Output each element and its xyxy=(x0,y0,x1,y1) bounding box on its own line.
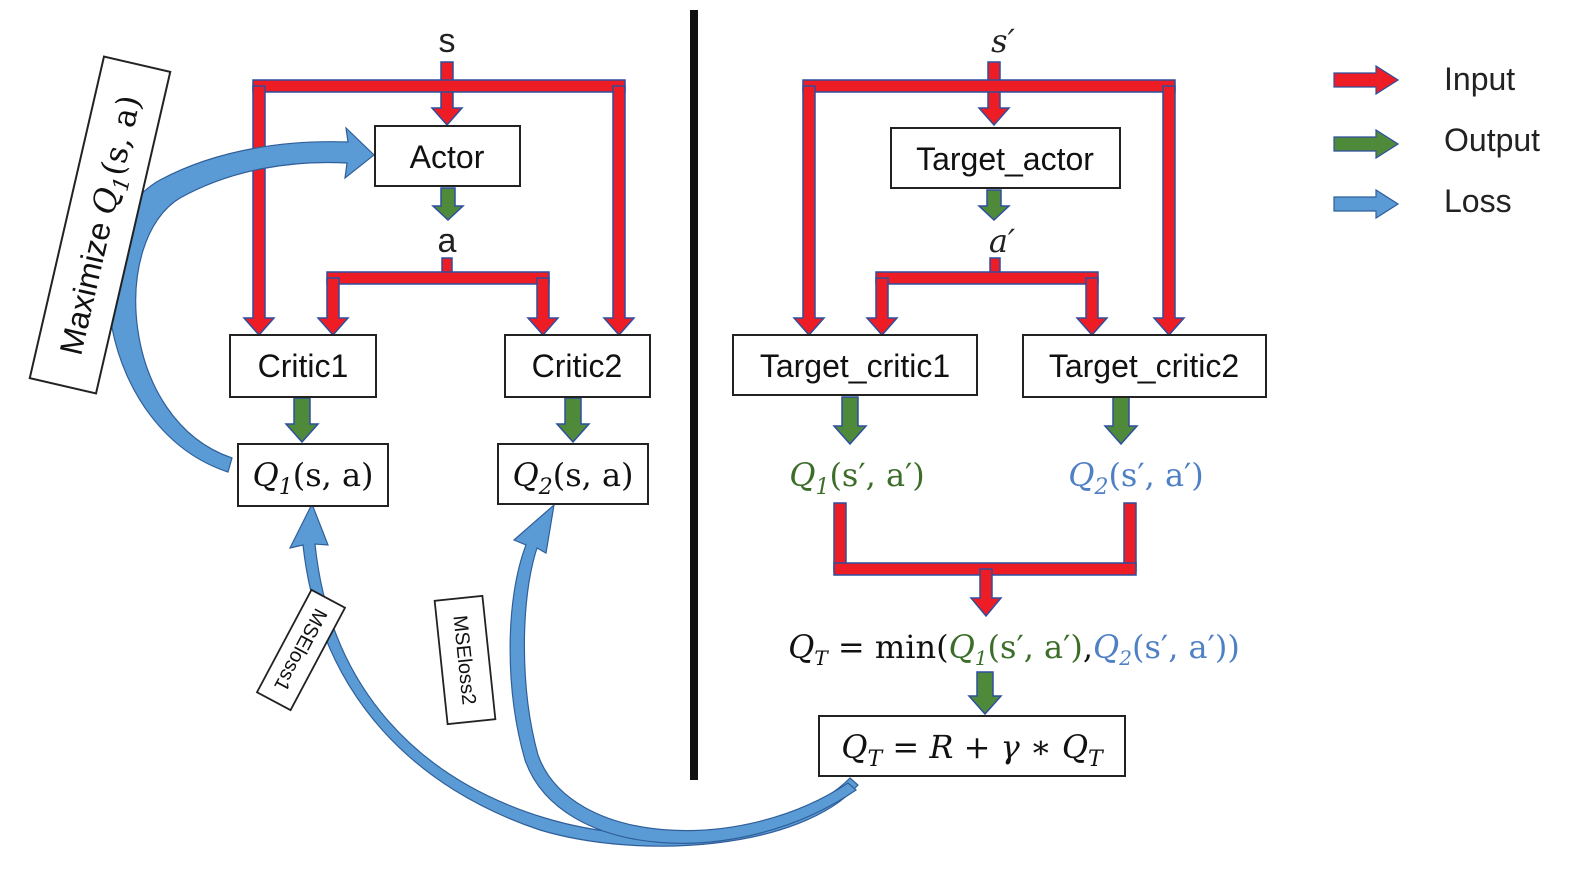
q1-symbol: Q xyxy=(252,456,278,494)
input-a: a xyxy=(438,222,457,260)
input-a-prime: a′ xyxy=(989,222,1016,260)
q2-target-output: Q2(s′, a′) xyxy=(1068,456,1204,500)
q2-symbol: Q xyxy=(512,456,538,494)
legend-output-arrow xyxy=(1333,128,1400,160)
q2-output-node: Q2(s, a) xyxy=(497,443,649,505)
critic2-node: Critic2 xyxy=(504,334,651,398)
target-critic1-label: Target_critic1 xyxy=(760,348,950,384)
target-actor-label: Target_actor xyxy=(916,141,1094,177)
actor-label: Actor xyxy=(410,139,485,175)
target-critic1-node: Target_critic1 xyxy=(732,334,978,396)
q2-subscript: 2 xyxy=(538,475,553,500)
legend-input-label: Input xyxy=(1444,61,1515,97)
svg-text:Q1(s, a): Q1(s, a) xyxy=(252,456,373,500)
q2-target-args: (s′, a′) xyxy=(1108,456,1203,494)
q1-output-node: Q1(s, a) xyxy=(237,443,389,507)
q1-subscript: 1 xyxy=(279,475,293,500)
target-critic2-node: Target_critic2 xyxy=(1022,334,1267,398)
mse1-loss-arrow xyxy=(288,502,859,847)
legend-item-output: Output xyxy=(1333,122,1540,160)
q1-target-output: Q1(s′, a′) xyxy=(789,456,925,500)
left-input-arrows xyxy=(242,61,636,337)
critic1-label: Critic1 xyxy=(258,348,349,384)
critic2-label: Critic2 xyxy=(532,348,623,384)
legend-output-label: Output xyxy=(1444,122,1540,158)
legend: Input Output Loss xyxy=(1333,61,1540,220)
target-actor-node: Target_actor xyxy=(890,127,1121,189)
q2-target-symbol: Q xyxy=(1068,456,1094,494)
legend-loss-arrow xyxy=(1333,188,1400,220)
target-formula: QT = R + γ ∗ QT xyxy=(841,728,1105,772)
maximize-subscript: 1 xyxy=(108,175,136,194)
legend-loss-label: Loss xyxy=(1444,183,1512,219)
q1-target-symbol: Q xyxy=(789,456,815,494)
right-input-arrows xyxy=(792,61,1186,618)
legend-item-input: Input xyxy=(1333,61,1515,97)
min-formula: QT = min(Q1(s′, a′),Q2(s′, a′)) xyxy=(788,628,1240,670)
target-critic2-label: Target_critic2 xyxy=(1049,348,1239,384)
legend-input-arrow xyxy=(1333,64,1400,96)
svg-text:Q2(s, a): Q2(s, a) xyxy=(512,456,633,500)
output-arrows xyxy=(284,187,1139,716)
input-s: s xyxy=(439,22,456,60)
q2-target-subscript: 2 xyxy=(1093,475,1108,500)
target-formula-node: QT = R + γ ∗ QT xyxy=(818,715,1126,777)
q1-target-args: (s′, a′) xyxy=(829,456,924,494)
q2-args: (s, a) xyxy=(553,456,634,494)
q1-target-subscript: 1 xyxy=(815,475,829,500)
mse2-label-box: MSEloss2 xyxy=(433,594,497,726)
mse2-loss-arrow xyxy=(509,503,857,844)
section-divider xyxy=(690,10,698,780)
loss-arrows xyxy=(107,126,859,847)
q1-args: (s, a) xyxy=(293,456,374,494)
input-s-prime: s′ xyxy=(991,22,1015,60)
critic1-node: Critic1 xyxy=(229,334,377,398)
actor-node: Actor xyxy=(374,125,521,187)
maximize-label-box: Maximize Q1(s, a) xyxy=(28,55,172,395)
legend-item-loss: Loss xyxy=(1333,183,1512,220)
